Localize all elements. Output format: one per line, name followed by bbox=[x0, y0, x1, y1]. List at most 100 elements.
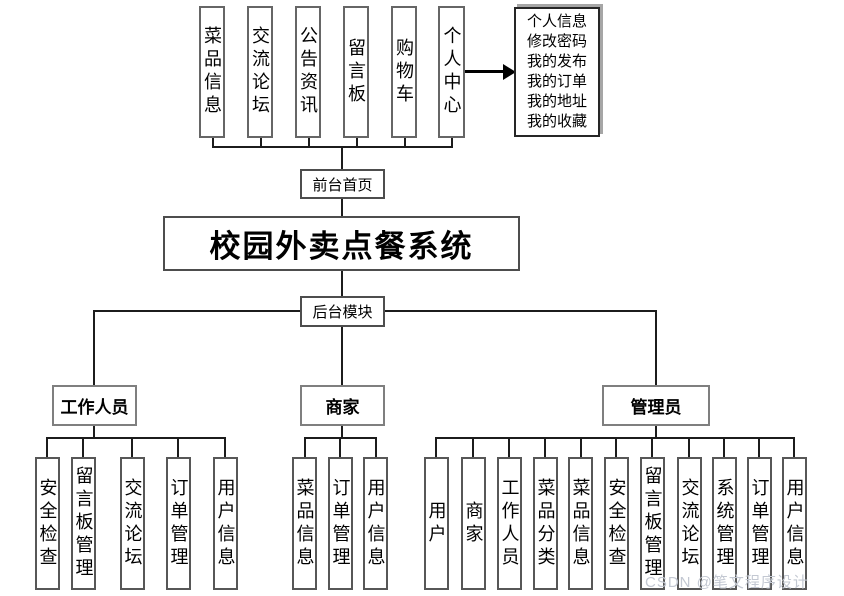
node-admin-message-board-mgmt: 留言板管理 bbox=[640, 457, 665, 590]
connector-line bbox=[404, 138, 406, 146]
node-staff-forum: 交流论坛 bbox=[120, 457, 145, 590]
connector-line bbox=[508, 439, 510, 457]
node-merchant-order-mgmt: 订单管理 bbox=[328, 457, 353, 590]
node-front-module-announcements: 公告资讯 bbox=[295, 6, 321, 138]
menu-item: 我的订单 bbox=[526, 73, 587, 90]
node-branch-admin: 管理员 bbox=[602, 385, 710, 426]
node-label: 工作人员 bbox=[499, 477, 520, 570]
connector-line bbox=[93, 426, 95, 437]
node-branch-staff: 工作人员 bbox=[52, 385, 137, 426]
menu-item: 我的地址 bbox=[526, 93, 587, 110]
connector-line bbox=[655, 426, 657, 437]
node-label: 交流论坛 bbox=[250, 26, 270, 118]
node-merchant-user-info: 用户信息 bbox=[363, 457, 388, 590]
node-label: 公告资讯 bbox=[298, 26, 318, 118]
connector-line bbox=[383, 310, 656, 312]
connector-line bbox=[341, 327, 343, 385]
connector-line bbox=[688, 439, 690, 457]
node-label: 商家 bbox=[463, 500, 484, 547]
node-branch-merchant: 商家 bbox=[300, 385, 385, 426]
connector-line bbox=[177, 439, 179, 457]
node-label: 交流论坛 bbox=[122, 477, 143, 570]
node-label: 留言板管理 bbox=[642, 466, 663, 581]
node-label: 菜品分类 bbox=[535, 477, 556, 570]
connector-line bbox=[655, 310, 657, 385]
node-admin-order-mgmt: 订单管理 bbox=[747, 457, 772, 590]
node-merchant-dish-info: 菜品信息 bbox=[292, 457, 317, 590]
node-admin-dish-category: 菜品分类 bbox=[533, 457, 558, 590]
menu-item: 我的收藏 bbox=[526, 113, 587, 130]
personal-center-menu: 个人信息 修改密码 我的发布 我的订单 我的地址 我的收藏 bbox=[514, 7, 600, 137]
node-label: 订单管理 bbox=[330, 477, 351, 570]
connector-line bbox=[304, 439, 306, 457]
node-front-home: 前台首页 bbox=[300, 169, 385, 199]
node-label: 工作人员 bbox=[60, 398, 129, 417]
node-admin-forum: 交流论坛 bbox=[677, 457, 702, 590]
node-admin-user-info: 用户信息 bbox=[782, 457, 807, 590]
node-label: 菜品信息 bbox=[294, 477, 315, 570]
csdn-watermark: CSDN @笔文程序设计 bbox=[645, 574, 809, 591]
connector-line bbox=[580, 439, 582, 457]
node-staff-security-check: 安全检查 bbox=[35, 457, 60, 590]
node-front-module-message-board: 留言板 bbox=[343, 6, 369, 138]
connector-line bbox=[341, 271, 343, 296]
node-admin-users: 用户 bbox=[424, 457, 449, 590]
node-admin-security-check: 安全检查 bbox=[604, 457, 629, 590]
arrow-head-icon bbox=[503, 64, 516, 80]
node-label: 系统管理 bbox=[714, 477, 735, 570]
node-system-title: 校园外卖点餐系统 bbox=[163, 216, 520, 271]
node-label: 前台首页 bbox=[312, 176, 373, 194]
connector-line bbox=[46, 439, 48, 457]
connector-line bbox=[793, 439, 795, 457]
node-backend-module: 后台模块 bbox=[300, 296, 385, 327]
node-label: 用户信息 bbox=[365, 477, 386, 570]
node-label: 安全检查 bbox=[606, 477, 627, 570]
arrow-line bbox=[465, 70, 505, 73]
connector-line bbox=[341, 148, 343, 169]
connector-line bbox=[375, 439, 377, 457]
node-label: 订单管理 bbox=[168, 477, 189, 570]
connector-line bbox=[131, 439, 133, 457]
node-label: 交流论坛 bbox=[679, 477, 700, 570]
connector-line bbox=[451, 138, 453, 146]
menu-item: 个人信息 bbox=[526, 13, 587, 30]
connector-line bbox=[339, 439, 341, 457]
connector-line bbox=[758, 439, 760, 457]
connector-line bbox=[304, 437, 377, 439]
connector-line bbox=[615, 439, 617, 457]
node-label: 管理员 bbox=[630, 398, 682, 417]
node-label: 商家 bbox=[325, 398, 360, 417]
connector-line bbox=[472, 439, 474, 457]
node-label: 订单管理 bbox=[749, 477, 770, 570]
node-label: 购物车 bbox=[394, 37, 414, 107]
node-label: 菜品信息 bbox=[202, 26, 222, 118]
node-front-module-dish-info: 菜品信息 bbox=[199, 6, 225, 138]
node-label: 留言板 bbox=[346, 37, 366, 107]
node-label: 用户信息 bbox=[784, 477, 805, 570]
node-staff-message-board-mgmt: 留言板管理 bbox=[71, 457, 96, 590]
connector-line bbox=[341, 199, 343, 216]
node-front-module-personal-center: 个人中心 bbox=[438, 6, 465, 138]
connector-line bbox=[544, 439, 546, 457]
connector-line bbox=[224, 439, 226, 457]
connector-line bbox=[93, 310, 95, 385]
menu-item: 我的发布 bbox=[526, 53, 587, 70]
connector-line bbox=[651, 439, 653, 457]
connector-line bbox=[341, 426, 343, 437]
connector-line bbox=[46, 437, 226, 439]
connector-line bbox=[260, 138, 262, 146]
connector-line bbox=[435, 437, 795, 439]
connector-line bbox=[356, 138, 358, 146]
node-admin-dish-info: 菜品信息 bbox=[568, 457, 593, 590]
node-label: 后台模块 bbox=[312, 304, 373, 321]
connector-line bbox=[93, 310, 302, 312]
node-label: 个人中心 bbox=[441, 26, 462, 118]
node-staff-order-mgmt: 订单管理 bbox=[166, 457, 191, 590]
connector-line bbox=[723, 439, 725, 457]
page-title: 校园外卖点餐系统 bbox=[209, 229, 474, 264]
node-admin-system-mgmt: 系统管理 bbox=[712, 457, 737, 590]
node-front-module-cart: 购物车 bbox=[391, 6, 417, 138]
node-label: 用户 bbox=[426, 500, 447, 547]
connector-line bbox=[212, 146, 453, 148]
